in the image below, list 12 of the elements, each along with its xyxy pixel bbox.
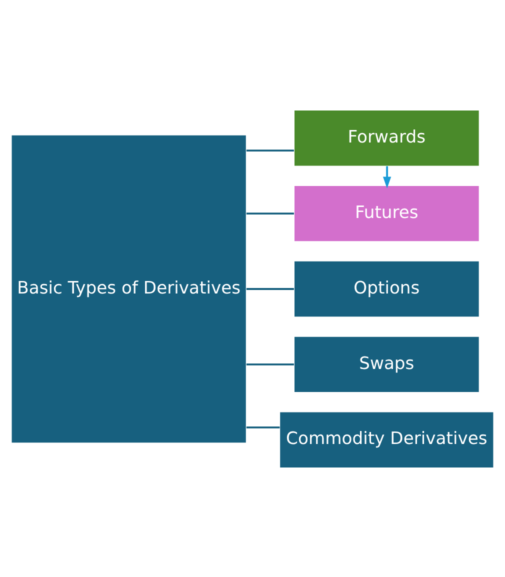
node-box: Forwards xyxy=(294,109,480,166)
connector xyxy=(246,426,280,428)
node-box: Basic Types of Derivatives xyxy=(11,134,247,443)
connector xyxy=(246,288,294,290)
node-box: Futures xyxy=(294,184,480,242)
node-box: Options xyxy=(294,260,480,317)
connector xyxy=(246,149,294,152)
connector xyxy=(246,362,294,365)
node-box: Swaps xyxy=(294,336,480,392)
node-box: Commodity Derivatives xyxy=(279,411,494,468)
arrow xyxy=(382,166,392,188)
connector xyxy=(246,212,294,214)
